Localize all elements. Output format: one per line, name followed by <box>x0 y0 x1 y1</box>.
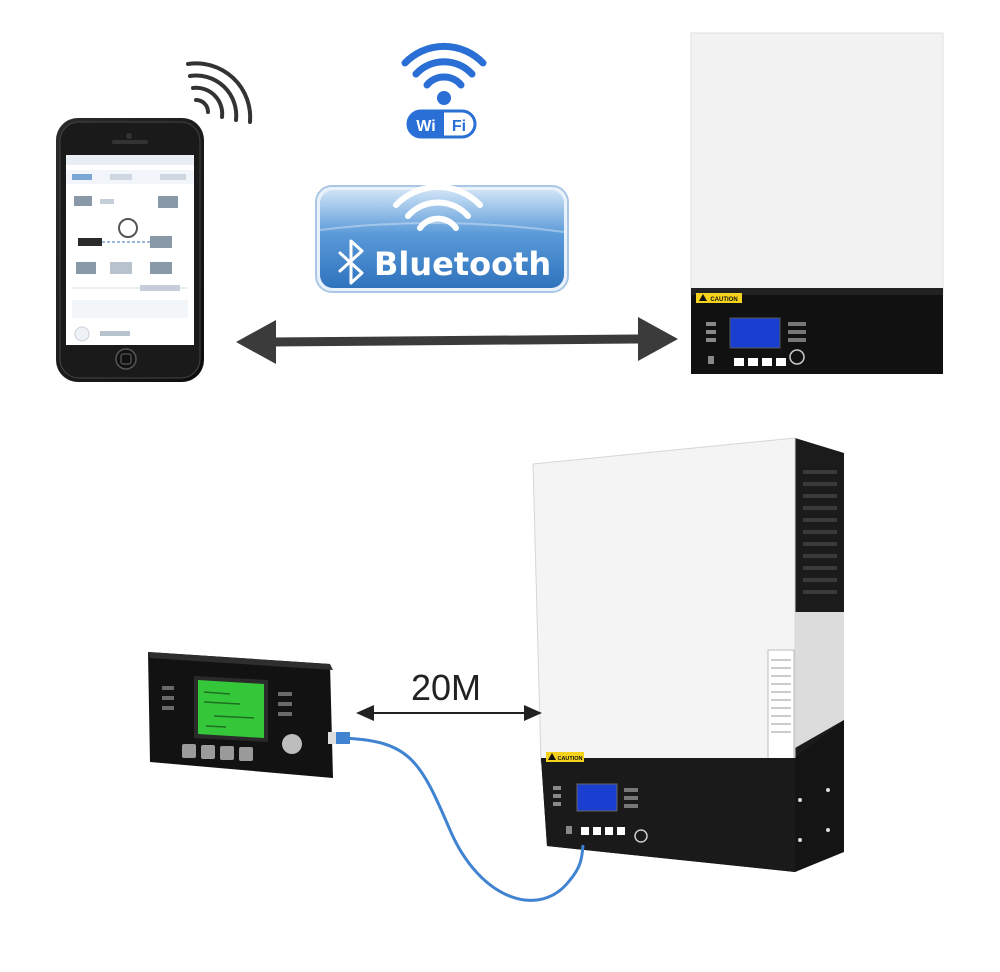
spec-label <box>767 649 795 761</box>
distance-label: 20M <box>411 667 481 708</box>
wifi-icon: Wi Fi <box>401 42 487 139</box>
bluetooth-icon <box>338 239 364 285</box>
caution-text: CAUTION <box>710 297 737 303</box>
caution-label: CAUTION <box>546 752 584 762</box>
inverter-icon: CAUTION <box>532 437 844 872</box>
remote-display-panel-icon <box>148 652 340 778</box>
wifi-label-right: Fi <box>452 118 466 135</box>
inverter-icon: CAUTION <box>690 32 944 374</box>
phone-app-screen <box>66 155 194 345</box>
wifi-label-left: Wi <box>416 118 435 135</box>
bluetooth-label: Bluetooth <box>374 245 551 283</box>
signal-waves-icon <box>186 61 253 124</box>
bidirectional-arrow-icon <box>236 317 678 364</box>
smartphone-icon <box>56 118 204 382</box>
distance-indicator: 20M <box>356 667 542 721</box>
caution-text: CAUTION <box>557 756 582 762</box>
cable-icon <box>336 732 585 902</box>
caution-label: CAUTION <box>696 293 742 303</box>
bluetooth-badge: Bluetooth <box>315 184 569 293</box>
